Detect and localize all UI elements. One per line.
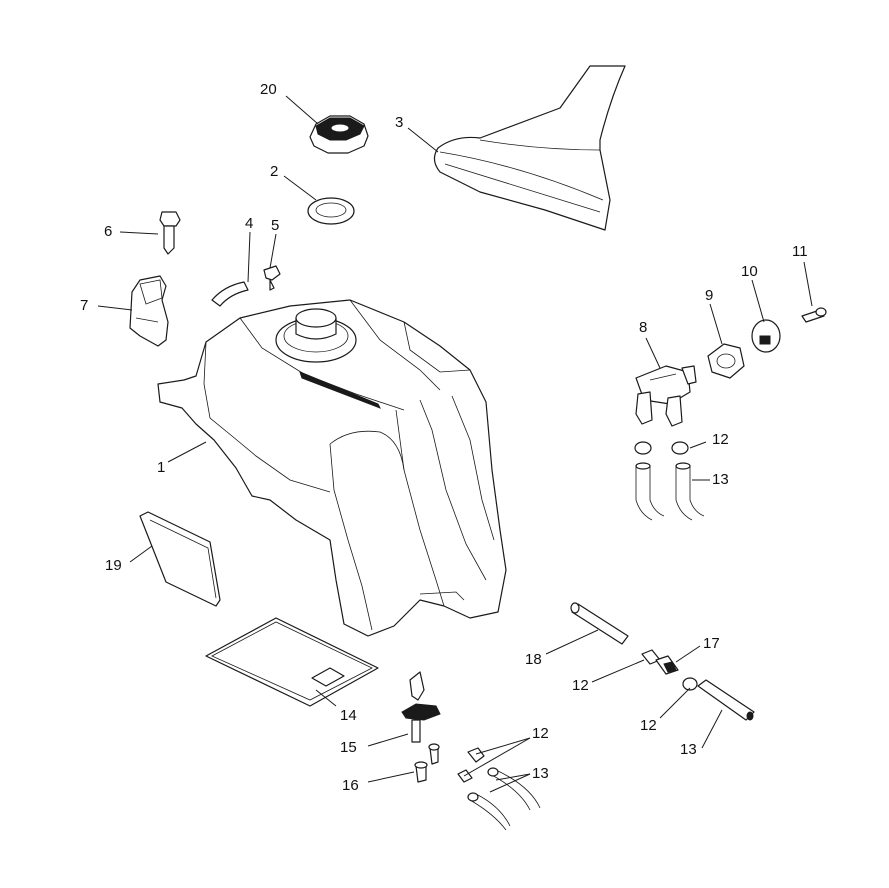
part-right-hoses [634, 441, 705, 521]
part-inline-connector [641, 649, 679, 675]
leader-lines [97, 95, 813, 793]
callout-13-right: 13 [712, 471, 729, 488]
part-fuel-tank [157, 299, 507, 637]
callout-labels: 20 2 3 4 5 6 7 1 19 8 9 10 11 12 13 18 1… [80, 81, 808, 794]
part-pad-plate [205, 617, 379, 707]
callout-13-bottom: 13 [532, 765, 549, 782]
part-fuel-valve [401, 671, 441, 743]
callout-12-right: 12 [712, 431, 729, 448]
callout-5: 5 [271, 217, 279, 234]
callout-18: 18 [525, 651, 542, 668]
callout-12-bottom: 12 [532, 725, 549, 742]
part-fuel-tap [635, 365, 697, 427]
part-small-screw [801, 307, 827, 323]
part-gasket-ring [307, 197, 355, 225]
part-vent-fitting [263, 265, 281, 291]
part-hose-right-lower [682, 677, 755, 721]
callout-3: 3 [395, 114, 403, 131]
callout-8: 8 [639, 319, 647, 336]
part-hex-nut [707, 343, 745, 379]
callout-11: 11 [792, 243, 808, 260]
part-vent-hose [211, 281, 249, 307]
callout-12-lower-right: 12 [640, 717, 657, 734]
callout-20: 20 [260, 81, 277, 98]
callout-7: 7 [80, 297, 88, 314]
callout-19: 19 [105, 557, 122, 574]
part-pipe [570, 602, 629, 645]
part-fuel-cap [309, 115, 369, 154]
callout-12-mid: 12 [572, 677, 589, 694]
part-seat-strip [433, 65, 626, 231]
part-screws [414, 743, 440, 783]
callout-15: 15 [340, 739, 357, 756]
callout-14: 14 [340, 707, 357, 724]
part-bracket [129, 275, 169, 347]
callout-2: 2 [270, 163, 278, 180]
part-lower-hoses [457, 747, 541, 831]
callout-13-lower-right: 13 [680, 741, 697, 758]
callout-16: 16 [342, 777, 359, 794]
callout-1: 1 [157, 459, 165, 476]
part-knob [751, 319, 781, 353]
callout-6: 6 [104, 223, 112, 240]
callout-10: 10 [741, 263, 758, 280]
callout-9: 9 [705, 287, 713, 304]
callout-17: 17 [703, 635, 720, 652]
callout-4: 4 [245, 215, 253, 232]
part-bolt [159, 211, 181, 255]
part-side-panel [139, 511, 221, 607]
